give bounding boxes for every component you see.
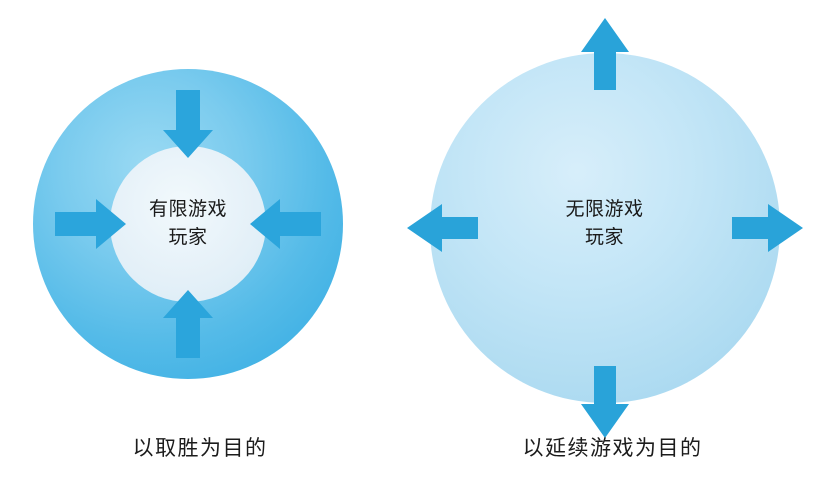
finite-inner-circle xyxy=(110,146,266,302)
arrow-right-outward-icon xyxy=(732,204,803,252)
arrow-left-into-center-icon xyxy=(250,199,321,249)
arrow-right-into-center-icon xyxy=(55,199,126,249)
arrow-left-outward-icon xyxy=(407,204,478,252)
finite-caption: 以取胜为目的 xyxy=(132,437,268,460)
arrow-up-into-center-icon xyxy=(163,290,213,358)
arrow-up-outward-icon xyxy=(581,18,629,90)
infinite-graphic xyxy=(407,18,803,438)
arrow-down-outward-icon xyxy=(581,366,629,438)
arrow-down-into-center-icon xyxy=(163,90,213,158)
panel-finite-player: 有限游戏 玩家 以取胜为目的 xyxy=(0,0,400,500)
finite-stage: 有限游戏 玩家 xyxy=(0,0,400,420)
infinite-stage: 无限游戏 玩家 xyxy=(400,0,825,438)
infinite-outer-circle xyxy=(430,53,780,403)
finite-graphic xyxy=(33,69,343,379)
panel-infinite-player: 无限游戏 玩家 以延续游戏为目的 xyxy=(400,0,825,500)
infinite-caption: 以延续游戏为目的 xyxy=(522,437,703,460)
